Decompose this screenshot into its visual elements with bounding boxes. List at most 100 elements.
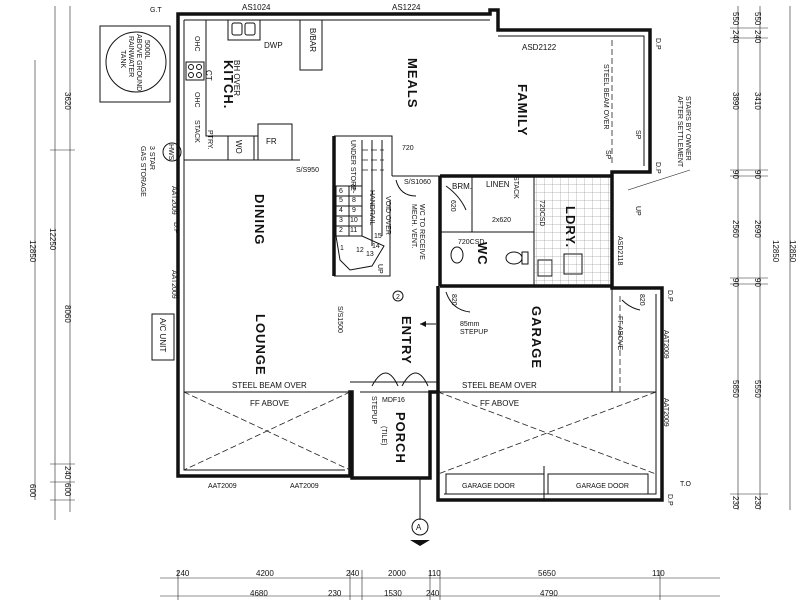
label-bh-over-0: BH OVER xyxy=(232,60,241,96)
room-labels: MEALS FAMILY KITCH. DINING LOUNGE ENTRY … xyxy=(221,58,578,464)
dim-right-outer-4: 2560 xyxy=(731,220,740,238)
dim-right-outer-1: 240 xyxy=(731,30,740,44)
dim-bottom-240b: 240 xyxy=(346,569,360,578)
label-mdf: MDF16 xyxy=(382,397,405,404)
label-bh-over-1: CT xyxy=(204,70,213,81)
label-ohc1: OHC xyxy=(193,36,200,52)
dim-bottom-4790: 4790 xyxy=(540,589,558,598)
label-dp4: D.P xyxy=(666,290,673,302)
room-wc: WC xyxy=(475,242,490,266)
hot-water-system: HWS 3 STAR GAS STORAGE xyxy=(139,142,182,197)
dim-left-240: 240 xyxy=(63,466,72,480)
dim-right-inner-7: 230 xyxy=(753,496,762,510)
section-marker: A xyxy=(410,478,430,546)
room-meals: MEALS xyxy=(405,58,420,109)
dim-left-8060: 8060 xyxy=(63,305,72,323)
label-ff-above-right: FF ABOVE xyxy=(616,316,623,351)
opening-820a: 820 xyxy=(450,294,457,306)
opening-aat2009-bl: AAT2009 xyxy=(208,483,237,490)
label-ff-above-lounge: FF ABOVE xyxy=(250,399,289,408)
label-gt: G.T xyxy=(150,7,162,14)
room-lounge: LOUNGE xyxy=(253,314,268,376)
stair-note-leader xyxy=(627,169,691,191)
dim-left-600: 600 xyxy=(63,483,72,497)
handrail-label: HANDRAIL xyxy=(368,190,375,226)
room-laundry: LDRY. xyxy=(563,206,578,248)
dim-bottom-230: 230 xyxy=(328,589,342,598)
dim-bottom-110a: 110 xyxy=(428,569,441,578)
stair-num-13: 13 xyxy=(366,251,374,258)
opening-620: 620 xyxy=(449,200,456,212)
label-up2: UP xyxy=(634,206,641,216)
label-dp3: D.P xyxy=(172,222,179,234)
dim-right-inner-4: 2690 xyxy=(753,220,762,238)
stair-num-14: 14 xyxy=(372,243,380,250)
up-label-stairs: UP xyxy=(376,264,383,274)
label-wc-note-0: WC TO RECEIVE xyxy=(418,204,425,260)
stair-num-12: 12 xyxy=(356,247,364,254)
stair-num-4: 4 xyxy=(339,207,343,214)
room-kitchen: KITCH. xyxy=(221,60,236,109)
stair-num-5: 5 xyxy=(339,197,343,204)
label-bbar: B/BAR xyxy=(308,28,317,52)
right-dimensions: 550 240 3890 90 2560 90 5850 230 550 240… xyxy=(730,6,797,510)
left-dimensions: 3620 8060 240 600 12250 12850 600 xyxy=(28,6,75,520)
label-garage-door-2: GARAGE DOOR xyxy=(576,483,629,490)
label-sp1: SP xyxy=(634,130,641,140)
dim-right-outer-6: 5850 xyxy=(731,380,740,398)
label-stack2: STACK xyxy=(512,176,519,199)
door-swings xyxy=(371,179,641,387)
dim-right-inner-0: 550 xyxy=(753,12,762,26)
tank-label-1: ABOVE GROUND xyxy=(135,34,142,91)
dim-bottom-240c: 240 xyxy=(426,589,440,598)
label-ohc2: OHC xyxy=(193,92,200,108)
opening-aat2009-4: AAT2009 xyxy=(662,398,669,427)
opening-asd2118: ASD2118 xyxy=(616,236,623,266)
opening-820b: 820 xyxy=(638,294,645,306)
dim-bottom-110b: 110 xyxy=(652,569,665,578)
label-ff-above-garage: FF ABOVE xyxy=(480,399,519,408)
opening-labels: AS1024 AS1224 ASD2122 AAT2009 AAT2009 AA… xyxy=(170,3,669,490)
label-sp2: SP xyxy=(604,150,611,160)
label-steel-beam-garage: STEEL BEAM OVER xyxy=(462,381,537,390)
dim-left-12250: 12250 xyxy=(48,228,57,251)
dim-right-outer-0: 550 xyxy=(731,12,740,26)
room-entry: ENTRY xyxy=(399,316,414,365)
label-steel-beam-lounge: STEEL BEAM OVER xyxy=(232,381,307,390)
dim-right-inner-6: 5550 xyxy=(753,380,762,398)
ac-unit: A/C UNIT xyxy=(151,313,175,361)
ff-above-lines xyxy=(183,40,657,475)
opening-aat2009-br: AAT2009 xyxy=(290,483,319,490)
opening-720csd-2: 720CSD xyxy=(458,239,484,246)
bottom-dimensions: 240 4200 240 2000 110 5650 110 4680 230 … xyxy=(160,569,720,600)
opening-asd2122: ASD2122 xyxy=(522,43,557,52)
dim-bottom-4200: 4200 xyxy=(256,569,274,578)
opening-as1224: AS1224 xyxy=(392,3,421,12)
opening-aat2009-1: AAT2009 xyxy=(170,186,177,215)
room-linen: LINEN xyxy=(486,180,510,189)
label-wo: WO xyxy=(234,140,243,154)
dim-bottom-5650: 5650 xyxy=(538,569,556,578)
gas-storage-0: 3 STAR xyxy=(148,146,155,170)
dim-bottom-2000: 2000 xyxy=(388,569,406,578)
label-stairs-note-1: AFTER SETTLEMENT xyxy=(676,96,683,168)
dim-right-total-inner: 12850 xyxy=(788,240,797,263)
opening-s-s950: S/S950 xyxy=(296,167,319,174)
stair-num-8: 8 xyxy=(352,197,356,204)
stair-num-11: 11 xyxy=(350,227,357,234)
stair-num-15: 15 xyxy=(374,233,382,240)
tank-label-3: TANK xyxy=(119,50,126,68)
room-garage: GARAGE xyxy=(529,306,544,369)
misc-labels: BH OVER CT DWP B/BAR OHC OHC STACK PTRY.… xyxy=(150,7,691,506)
opening-aat2009-3: AAT2009 xyxy=(662,330,669,359)
void-over-label: VOID OVER xyxy=(384,196,391,235)
stair-num-7: 7 xyxy=(352,188,356,195)
dim-bottom-1530: 1530 xyxy=(384,589,402,598)
room-brm: BRM. xyxy=(452,182,472,191)
label-steel-beam-family: STEEL BEAM OVER xyxy=(602,64,609,129)
opening-s-s1500: S/S1500 xyxy=(336,306,343,333)
ac-unit-label: A/C UNIT xyxy=(158,318,167,352)
label-dp5: D.P xyxy=(666,494,673,506)
stair-num-1: 1 xyxy=(340,245,344,252)
label-stepup-1: STEPUP xyxy=(460,329,488,336)
